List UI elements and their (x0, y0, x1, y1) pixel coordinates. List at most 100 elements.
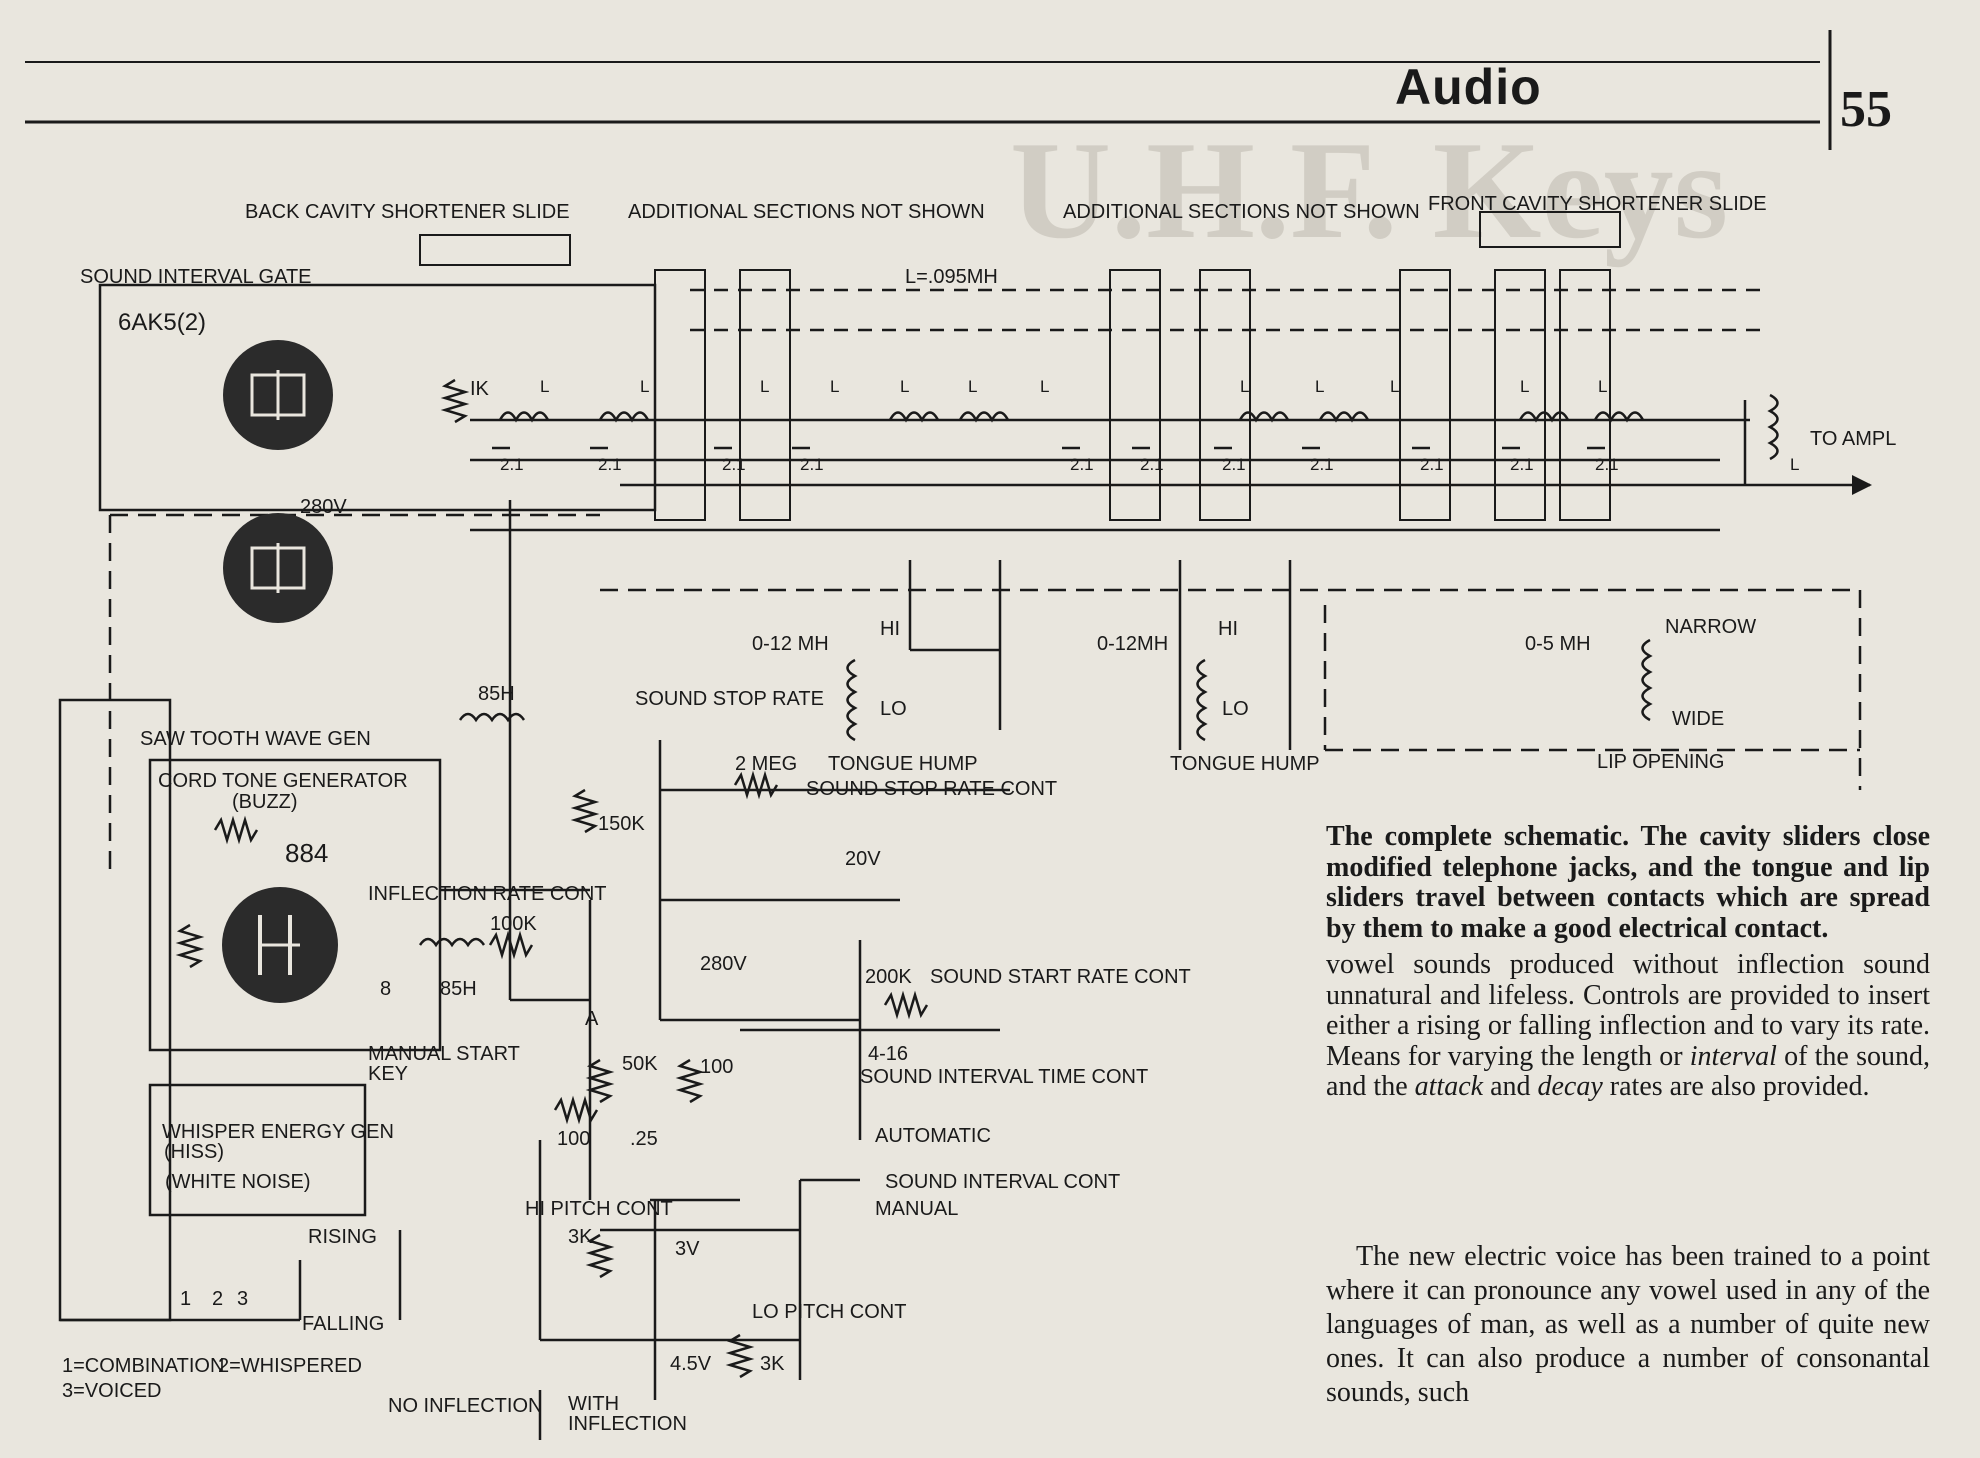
label-05mh: 0-5 MH (1525, 633, 1591, 655)
label-front-cavity: FRONT CAVITY SHORTENER SLIDE (1428, 193, 1767, 215)
label-85h-a: 85H (478, 683, 515, 705)
section-title: Audio (1395, 59, 1542, 115)
inductor-label: L (540, 377, 549, 396)
label-inflection-rate: INFLECTION RATE CONT (368, 883, 607, 905)
caption-bold-text: The complete schematic. The cavity slide… (1326, 821, 1930, 944)
label-lip-opening: LIP OPENING (1597, 751, 1724, 773)
label-100-b: 100 (557, 1128, 590, 1150)
capacitor-value: 2.1 (1310, 455, 1334, 474)
label-sw-2: 2 (212, 1288, 223, 1310)
inductor-label: L (1315, 377, 1324, 396)
whisper-box (148, 1083, 367, 1217)
tube-6ak5-lower (223, 513, 333, 623)
label-legend-2: 2=WHISPERED (218, 1355, 362, 1377)
label-back-cavity: BACK CAVITY SHORTENER SLIDE (245, 201, 570, 223)
label-inductance: L=.095MH (905, 266, 998, 288)
caption-body-text: vowel sounds produced without inflection… (1326, 949, 1930, 1102)
label-cap-25: .25 (630, 1128, 658, 1150)
resistors (175, 378, 929, 1379)
label-key: KEY (368, 1063, 408, 1085)
label-sound-stop-rate-cont: SOUND STOP RATE CONT (806, 778, 1057, 800)
figure-caption: The complete schematic. The cavity slide… (1326, 821, 1930, 1103)
wiring (58, 283, 1872, 1440)
label-sound-interval-time: SOUND INTERVAL TIME CONT (860, 1066, 1148, 1088)
inductor-label: L (830, 377, 839, 396)
capacitor-value: 2.1 (722, 455, 746, 474)
label-50k: 50K (622, 1053, 658, 1075)
label-6ak5: 6AK5(2) (118, 309, 206, 336)
bleed-through-heading: U.H.F. Keys (1010, 113, 1729, 268)
label-hi-a: HI (880, 618, 900, 640)
label-with: WITH (568, 1393, 619, 1415)
capacitor-value: 2.1 (1070, 455, 1094, 474)
label-100k: 100K (490, 913, 537, 935)
label-tongue-hump-a: TONGUE HUMP (828, 753, 978, 775)
label-saw-tooth: SAW TOOTH WAVE GEN (140, 728, 371, 750)
inductor-label: L (1240, 377, 1249, 396)
label-inflection: INFLECTION (568, 1413, 687, 1435)
label-3k-a: 3K (568, 1226, 593, 1248)
inductor-label: L (1040, 377, 1049, 396)
label-hi-pitch: HI PITCH CONT (525, 1198, 673, 1220)
label-manual: MANUAL (875, 1198, 958, 1220)
tube-6ak5-upper (223, 340, 333, 450)
inductor-label: L (640, 377, 649, 396)
tongue-lip-coils (418, 638, 1653, 948)
header-rules (25, 30, 1832, 150)
tube-884 (222, 887, 338, 1003)
label-whisper-gen: WHISPER ENERGY GEN (162, 1121, 394, 1143)
capacitor-value: 2.1 (1510, 455, 1534, 474)
label-3v: 3V (675, 1238, 700, 1260)
label-rising: RISING (308, 1226, 377, 1248)
capacitor-value: 2.1 (1420, 455, 1444, 474)
label-45v: 4.5V (670, 1353, 712, 1375)
body-paragraph: The new electric voice has been trained … (1326, 1241, 1930, 1408)
label-884: 884 (285, 838, 328, 868)
label-legend-3: 3=VOICED (62, 1380, 161, 1402)
label-point-a: A (585, 1008, 599, 1030)
inductor-label: L (968, 377, 977, 396)
label-l-output: L (1790, 455, 1799, 474)
label-lo-pitch: LO PITCH CONT (752, 1301, 906, 1323)
label-1k: IK (470, 378, 490, 400)
label-cord-tone: CORD TONE GENERATOR (158, 770, 408, 792)
lc-ladder (498, 393, 1779, 461)
label-legend-1: 1=COMBINATION (62, 1355, 224, 1377)
label-2meg: 2 MEG (735, 753, 797, 775)
tone-box (148, 758, 442, 1052)
label-280v-b: 280V (700, 953, 747, 975)
inductor-label: L (1598, 377, 1607, 396)
label-280v-a: 280V (300, 496, 347, 518)
capacitor-value: 2.1 (1222, 455, 1246, 474)
label-no-inflection: NO INFLECTION (388, 1395, 542, 1417)
label-hiss: (HISS) (164, 1141, 224, 1163)
label-sw-3: 3 (237, 1288, 248, 1310)
label-to-ampl: TO AMPL (1810, 428, 1896, 450)
label-falling: FALLING (302, 1313, 384, 1335)
label-automatic: AUTOMATIC (875, 1125, 991, 1147)
label-sound-start-rate: SOUND START RATE CONT (930, 966, 1191, 988)
capacitor-value: 2.1 (500, 455, 524, 474)
label-narrow: NARROW (1665, 616, 1756, 638)
label-100-a: 100 (700, 1056, 733, 1078)
inductor-label: L (900, 377, 909, 396)
label-manual-start: MANUAL START (368, 1043, 520, 1065)
inductor-label: L (1520, 377, 1529, 396)
cavity-jacks (419, 211, 1621, 521)
label-012mh-b: 0-12MH (1097, 633, 1168, 655)
label-20v: 20V (845, 848, 881, 870)
label-sound-stop-rate: SOUND STOP RATE (635, 688, 824, 710)
label-85h-b: 85H (440, 978, 477, 1000)
capacitor-value: 2.1 (800, 455, 824, 474)
label-additional-2: ADDITIONAL SECTIONS NOT SHOWN (1063, 201, 1420, 223)
label-012mh-a: 0-12 MH (752, 633, 829, 655)
left-bus (58, 698, 172, 1322)
label-3k-b: 3K (760, 1353, 785, 1375)
label-hi-b: HI (1218, 618, 1238, 640)
label-sound-interval-cont: SOUND INTERVAL CONT (885, 1171, 1120, 1193)
capacitor-value: 2.1 (1595, 455, 1619, 474)
